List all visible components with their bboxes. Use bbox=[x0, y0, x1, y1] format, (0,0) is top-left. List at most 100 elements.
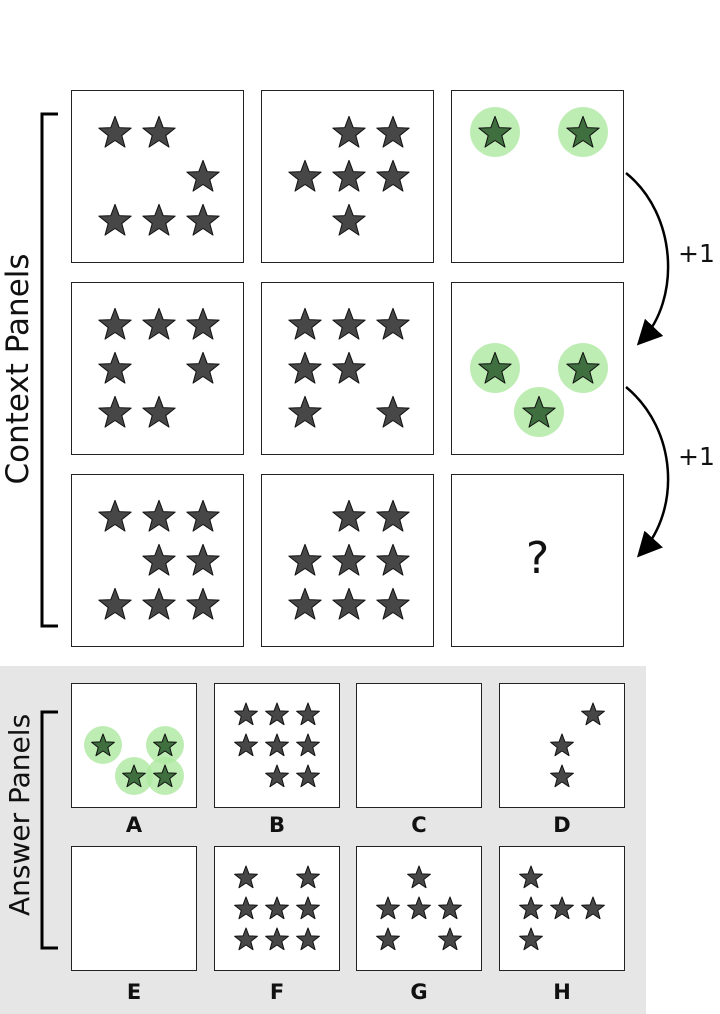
context-panel-r2c1 bbox=[71, 282, 244, 455]
answer-letter-b: B bbox=[268, 813, 285, 837]
star-icon bbox=[186, 159, 220, 192]
highlighted-star-icon bbox=[153, 733, 177, 757]
star-icon bbox=[550, 896, 574, 920]
star-icon bbox=[376, 307, 410, 340]
answer-letter-g: G bbox=[410, 980, 428, 1004]
context-bracket bbox=[40, 112, 58, 628]
context-panel-r3c2 bbox=[261, 474, 434, 647]
highlighted-star-icon bbox=[478, 115, 512, 148]
star-icon bbox=[234, 927, 258, 951]
star-icon bbox=[296, 733, 320, 757]
context-panels-label: Context Panels bbox=[0, 253, 36, 485]
star-icon bbox=[332, 499, 366, 532]
star-icon bbox=[519, 896, 543, 920]
star-icon bbox=[265, 764, 289, 788]
star-icon bbox=[376, 927, 400, 951]
context-panel-r1c1 bbox=[71, 90, 244, 263]
context-panel-r3c1 bbox=[71, 474, 244, 647]
context-panel-r1c3 bbox=[451, 90, 624, 263]
star-icon bbox=[550, 764, 574, 788]
star-icon bbox=[186, 307, 220, 340]
star-icon bbox=[332, 543, 366, 576]
star-icon bbox=[288, 159, 322, 192]
star-icon bbox=[234, 896, 258, 920]
answer-letter-f: F bbox=[269, 980, 285, 1004]
star-icon bbox=[234, 733, 258, 757]
answer-letter-h: H bbox=[553, 980, 571, 1004]
star-icon bbox=[142, 587, 176, 620]
star-icon bbox=[234, 865, 258, 889]
answer-panel-a[interactable] bbox=[71, 683, 197, 808]
star-icon bbox=[98, 307, 132, 340]
answer-panel-h[interactable] bbox=[499, 846, 625, 971]
star-icon bbox=[376, 395, 410, 428]
star-icon bbox=[142, 307, 176, 340]
star-icon bbox=[142, 543, 176, 576]
star-icon bbox=[98, 203, 132, 236]
star-icon bbox=[332, 203, 366, 236]
highlighted-star-icon bbox=[478, 351, 512, 384]
answer-panel-e[interactable] bbox=[71, 846, 197, 971]
answer-panel-g[interactable] bbox=[356, 846, 482, 971]
star-icon bbox=[550, 733, 574, 757]
curved-arrow-icon bbox=[625, 172, 670, 346]
star-icon bbox=[296, 702, 320, 726]
increment-label-1: +1 bbox=[678, 239, 715, 268]
star-icon bbox=[376, 896, 400, 920]
star-icon bbox=[376, 499, 410, 532]
context-panel-r2c2 bbox=[261, 282, 434, 455]
star-icon bbox=[186, 543, 220, 576]
star-icon bbox=[288, 395, 322, 428]
star-icon bbox=[332, 587, 366, 620]
star-icon bbox=[581, 896, 605, 920]
star-icon bbox=[376, 543, 410, 576]
context-panel-r2c3 bbox=[451, 282, 624, 455]
highlighted-star-icon bbox=[522, 395, 556, 428]
star-icon bbox=[186, 351, 220, 384]
star-icon bbox=[296, 764, 320, 788]
answer-panel-f[interactable] bbox=[214, 846, 340, 971]
answer-letter-c: C bbox=[411, 813, 427, 837]
answer-panels-label: Answer Panels bbox=[3, 713, 36, 916]
answer-panel-d[interactable] bbox=[499, 683, 625, 808]
star-icon bbox=[288, 351, 322, 384]
star-icon bbox=[296, 896, 320, 920]
star-icon bbox=[407, 865, 431, 889]
highlighted-star-icon bbox=[566, 115, 600, 148]
curved-arrow-icon bbox=[625, 386, 670, 558]
star-icon bbox=[98, 395, 132, 428]
answer-letter-e: E bbox=[126, 980, 142, 1004]
answer-panel-b[interactable] bbox=[214, 683, 340, 808]
answer-panel-c[interactable] bbox=[356, 683, 482, 808]
star-icon bbox=[142, 499, 176, 532]
star-icon bbox=[581, 702, 605, 726]
star-icon bbox=[332, 115, 366, 148]
star-icon bbox=[265, 927, 289, 951]
star-icon bbox=[186, 587, 220, 620]
star-icon bbox=[142, 395, 176, 428]
context-panel-r1c2 bbox=[261, 90, 434, 263]
star-icon bbox=[376, 115, 410, 148]
star-icon bbox=[186, 203, 220, 236]
star-icon bbox=[265, 702, 289, 726]
star-icon bbox=[519, 865, 543, 889]
highlighted-star-icon bbox=[153, 764, 177, 788]
star-icon bbox=[407, 896, 431, 920]
star-icon bbox=[98, 115, 132, 148]
star-icon bbox=[265, 733, 289, 757]
star-icon bbox=[332, 351, 366, 384]
increment-label-2: +1 bbox=[678, 442, 715, 471]
star-icon bbox=[142, 203, 176, 236]
star-icon bbox=[98, 587, 132, 620]
answer-letter-a: A bbox=[125, 813, 143, 837]
star-icon bbox=[186, 499, 220, 532]
star-icon bbox=[288, 587, 322, 620]
star-icon bbox=[288, 307, 322, 340]
highlighted-star-icon bbox=[91, 733, 115, 757]
star-icon bbox=[265, 896, 289, 920]
star-icon bbox=[288, 543, 322, 576]
star-icon bbox=[332, 307, 366, 340]
star-icon bbox=[438, 927, 462, 951]
star-icon bbox=[332, 159, 366, 192]
question-mark: ? bbox=[525, 533, 550, 584]
